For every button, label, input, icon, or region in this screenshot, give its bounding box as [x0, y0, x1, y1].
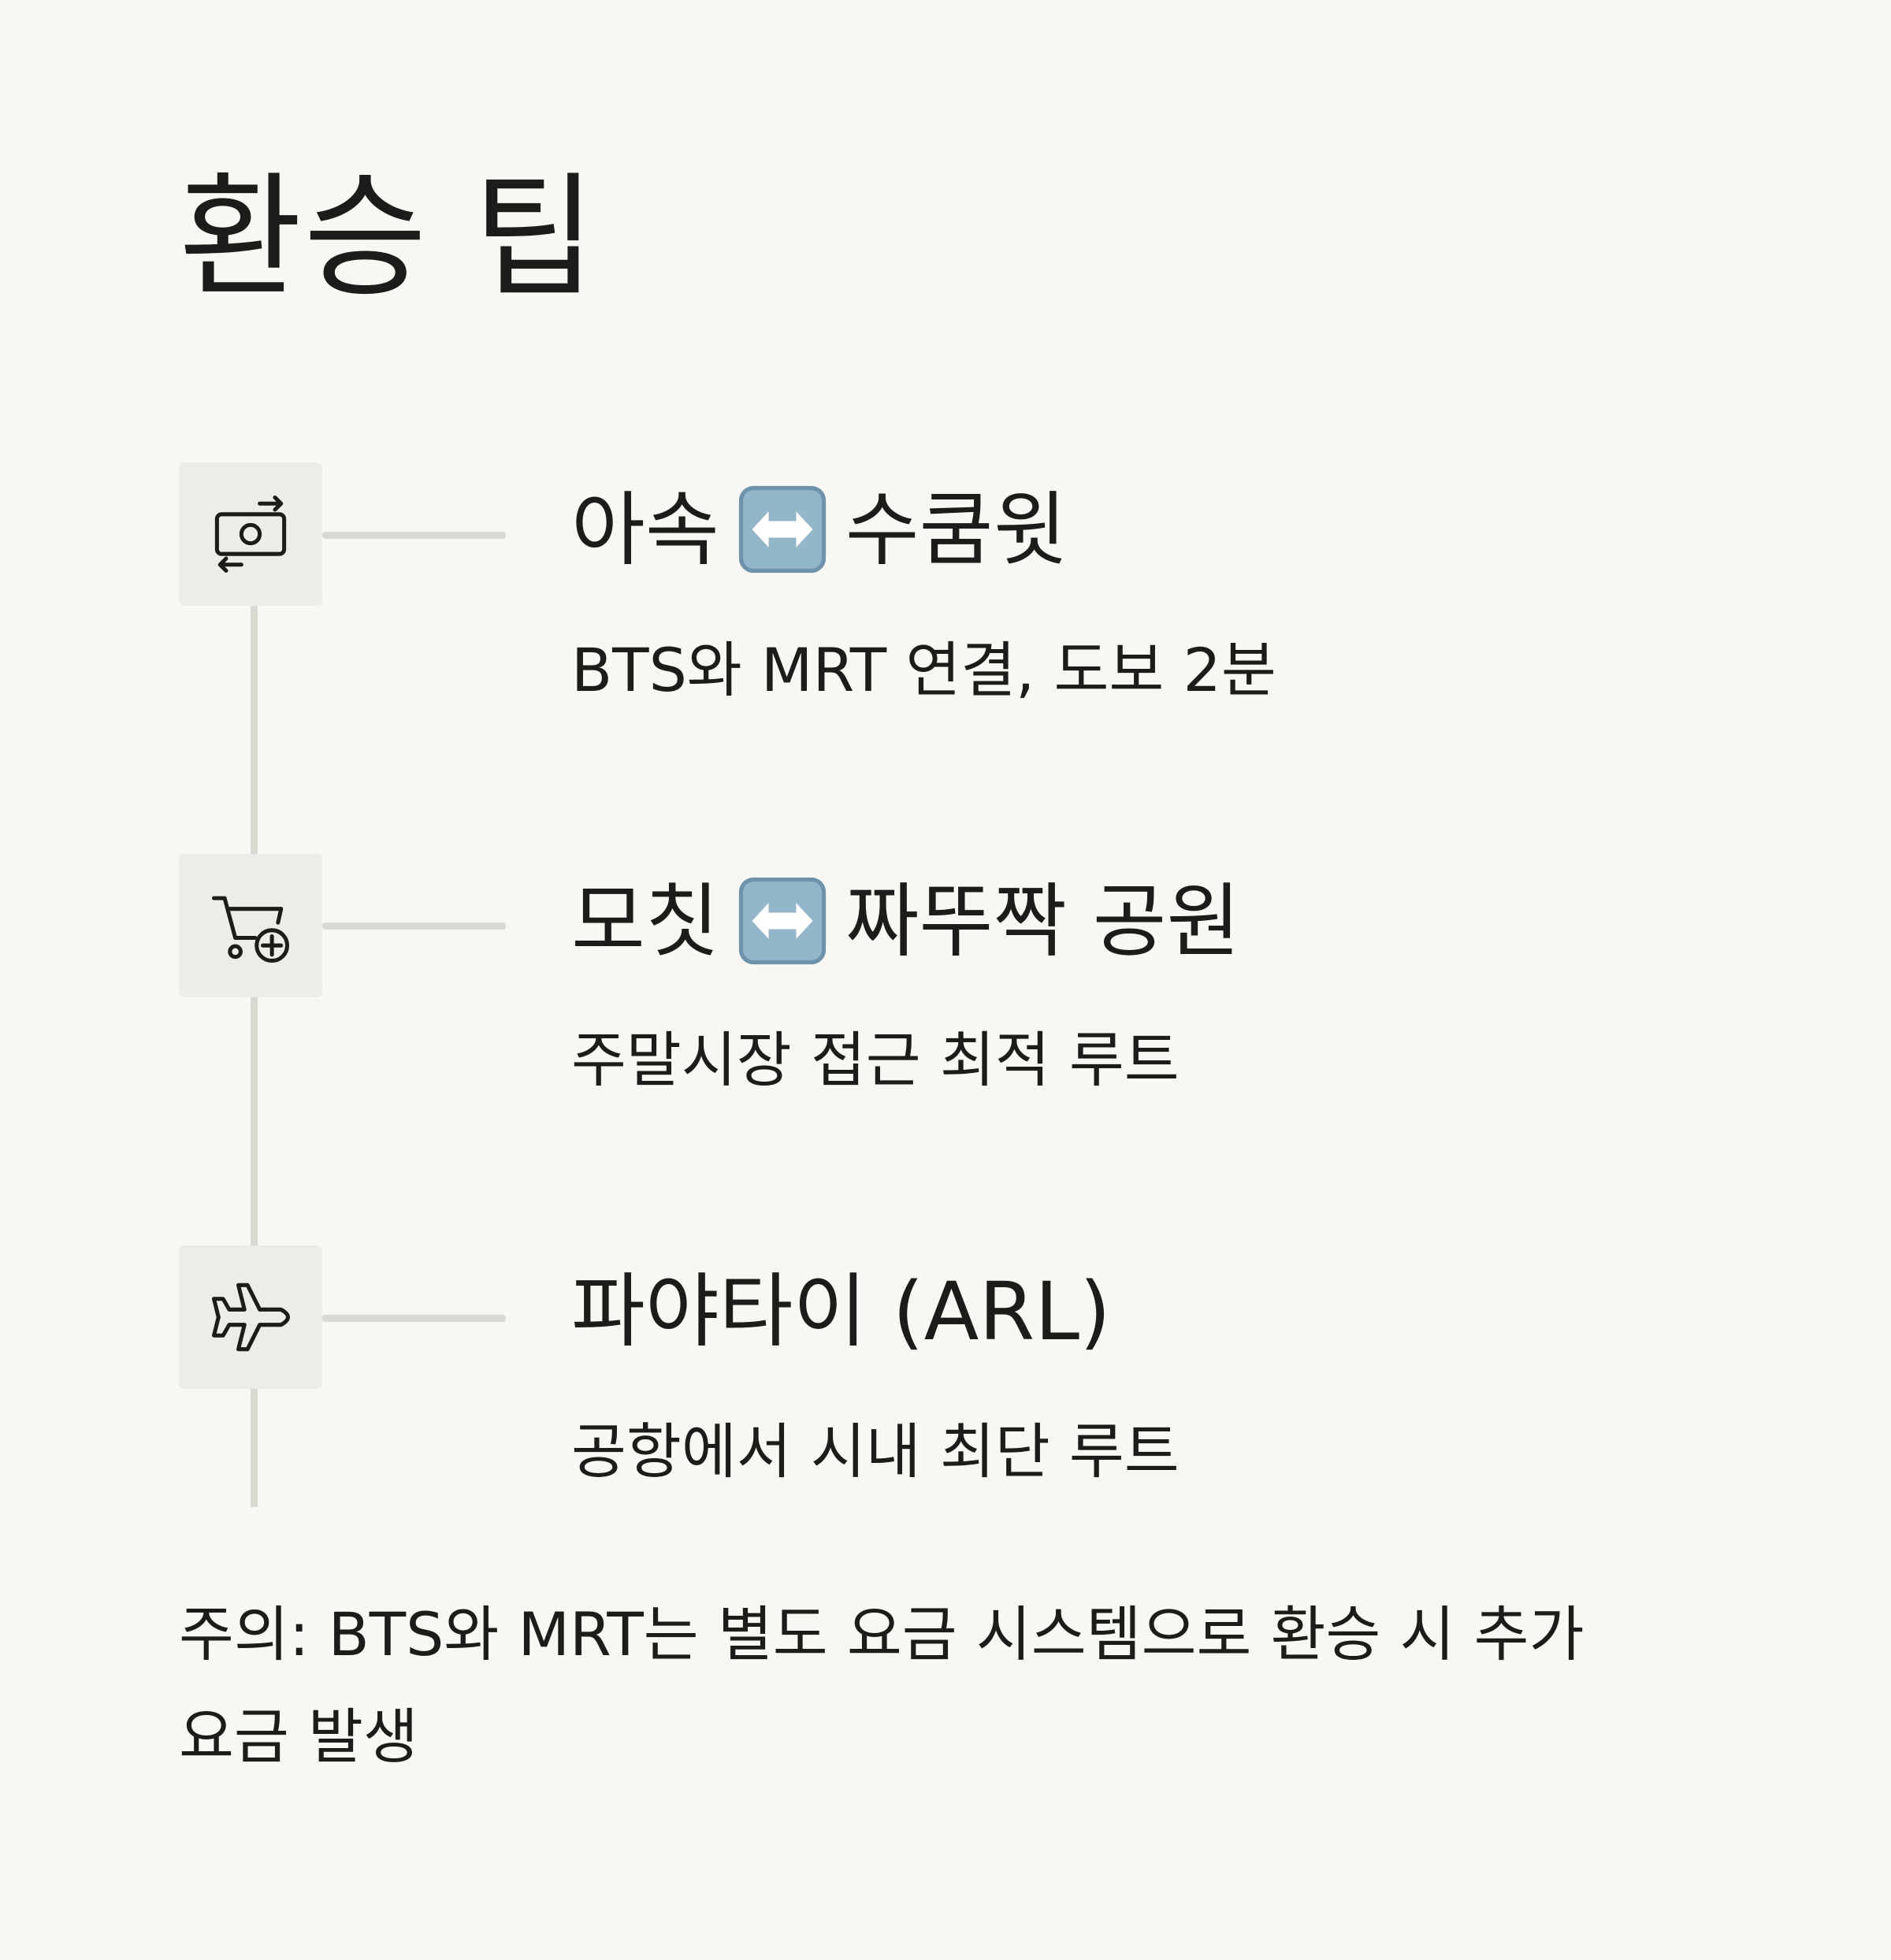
tip-to: 짜뚜짝 공원 [845, 875, 1241, 969]
note-line: 요금 발생 [179, 1702, 418, 1772]
money-transfer-icon [214, 495, 287, 574]
tip-title: 모칫 짜뚜짝 공원 [571, 874, 1240, 971]
note-line: 주의: BTS와 MRT는 별도 요금 시스템으로 환승 시 추가 [179, 1599, 1585, 1669]
connector-line [322, 532, 506, 539]
tip-icon-box [179, 854, 322, 997]
timeline-line [251, 599, 258, 1507]
airplane-icon [211, 1283, 290, 1352]
tip-icon-box [179, 1245, 322, 1389]
cart-plus-icon [211, 896, 290, 963]
tip-title: 아속 수쿰윗 [571, 483, 1067, 579]
connector-line [322, 922, 506, 930]
tip-description: 공항에서 시내 최단 루트 [571, 1416, 1180, 1487]
tip-from: 모칫 [571, 875, 719, 969]
page-title: 환승 팁 [179, 160, 598, 316]
connector-line [322, 1315, 506, 1322]
left-right-arrow-icon [738, 485, 827, 574]
tip-description: BTS와 MRT 연결, 도보 2분 [571, 635, 1276, 705]
tip-to: 수쿰윗 [845, 484, 1068, 577]
tip-description: 주말시장 접근 최적 루트 [571, 1025, 1180, 1095]
left-right-arrow-icon [738, 877, 827, 965]
tip-title: 파야타이 (ARL) [571, 1265, 1111, 1359]
tip-from: 아속 [571, 484, 719, 577]
tip-icon-box [179, 462, 322, 606]
